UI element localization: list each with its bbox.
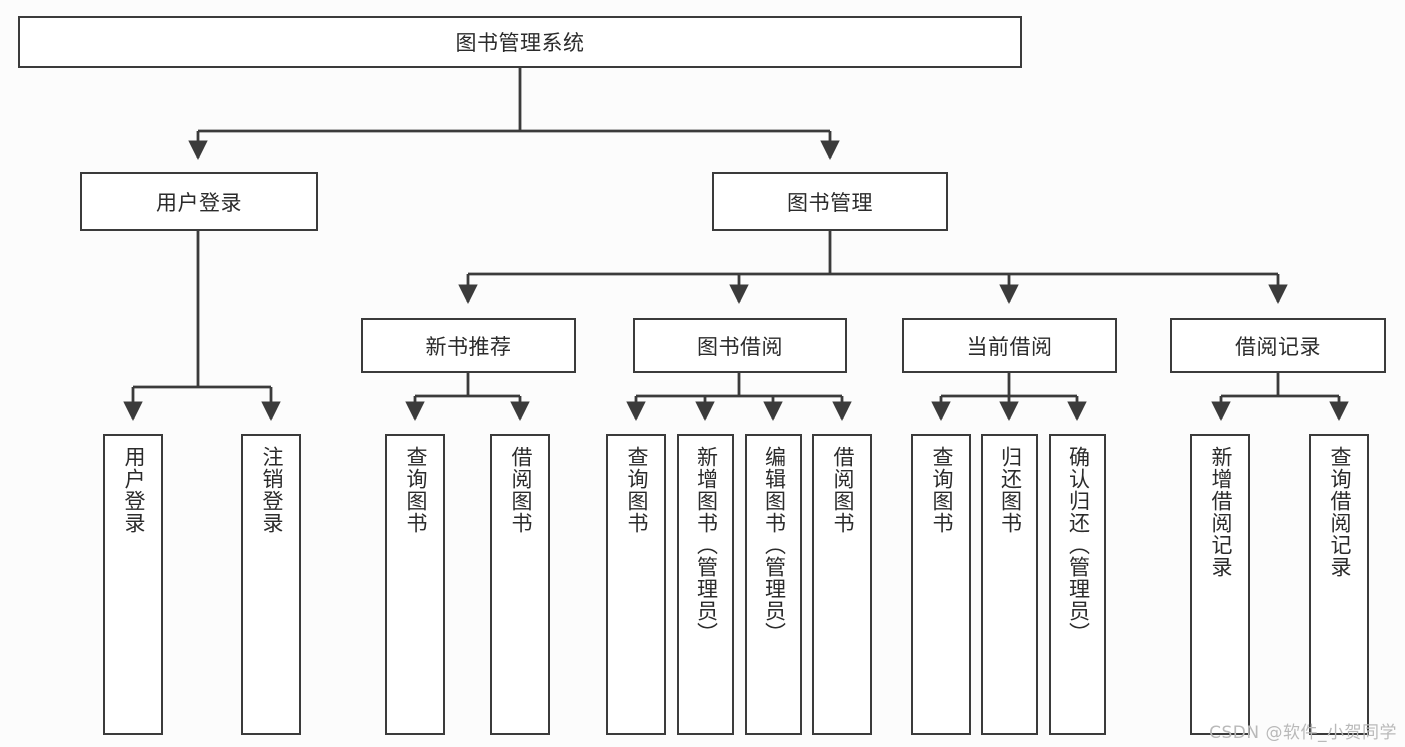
leaf-borrow-book-2[interactable]: 借阅图书 — [812, 434, 872, 735]
leaf-borrow-book-1[interactable]: 借阅图书 — [490, 434, 550, 735]
leaf-query-record[interactable]: 查询借阅记录 — [1309, 434, 1369, 735]
node-user-login-label: 用户登录 — [156, 190, 242, 215]
node-book-borrow[interactable]: 图书借阅 — [633, 318, 847, 373]
node-book-borrow-label: 图书借阅 — [697, 334, 783, 359]
leaf-edit-book-label: 编辑图书（管理员） — [762, 446, 787, 644]
leaf-query-book-2-label: 查询图书 — [624, 446, 649, 534]
leaf-add-book-label: 新增图书（管理员） — [694, 446, 719, 644]
node-new-book-recommend-label: 新书推荐 — [425, 334, 512, 359]
node-current-borrow-label: 当前借阅 — [966, 334, 1053, 359]
leaf-user-login[interactable]: 用户登录 — [103, 434, 163, 735]
leaf-logout-login[interactable]: 注销登录 — [241, 434, 301, 735]
leaf-confirm-return-label: 确认归还（管理员） — [1066, 446, 1091, 644]
leaf-query-book-1-label: 查询图书 — [403, 446, 428, 534]
leaf-add-record[interactable]: 新增借阅记录 — [1190, 434, 1250, 735]
leaf-query-record-label: 查询借阅记录 — [1327, 446, 1352, 578]
node-borrow-record-label: 借阅记录 — [1235, 334, 1321, 359]
leaf-return-book[interactable]: 归还图书 — [981, 434, 1038, 735]
node-borrow-record[interactable]: 借阅记录 — [1170, 318, 1386, 373]
node-book-manage-label: 图书管理 — [787, 190, 873, 215]
leaf-confirm-return[interactable]: 确认归还（管理员） — [1049, 434, 1106, 735]
node-new-book-recommend[interactable]: 新书推荐 — [361, 318, 576, 373]
leaf-return-book-label: 归还图书 — [998, 446, 1023, 534]
leaf-query-book-3-label: 查询图书 — [929, 446, 954, 534]
leaf-edit-book[interactable]: 编辑图书（管理员） — [745, 434, 802, 735]
node-user-login[interactable]: 用户登录 — [80, 172, 318, 231]
leaf-add-book[interactable]: 新增图书（管理员） — [677, 434, 734, 735]
leaf-logout-login-label: 注销登录 — [259, 446, 284, 534]
leaf-query-book-3[interactable]: 查询图书 — [911, 434, 971, 735]
node-root[interactable]: 图书管理系统 — [18, 16, 1022, 68]
node-root-label: 图书管理系统 — [455, 31, 585, 55]
leaf-user-login-label: 用户登录 — [121, 446, 146, 534]
node-book-manage[interactable]: 图书管理 — [712, 172, 948, 231]
leaf-query-book-2[interactable]: 查询图书 — [606, 434, 666, 735]
leaf-add-record-label: 新增借阅记录 — [1208, 446, 1233, 578]
leaf-borrow-book-2-label: 借阅图书 — [830, 446, 855, 534]
leaf-query-book-1[interactable]: 查询图书 — [385, 434, 445, 735]
leaf-borrow-book-1-label: 借阅图书 — [508, 446, 533, 534]
node-current-borrow[interactable]: 当前借阅 — [902, 318, 1117, 373]
